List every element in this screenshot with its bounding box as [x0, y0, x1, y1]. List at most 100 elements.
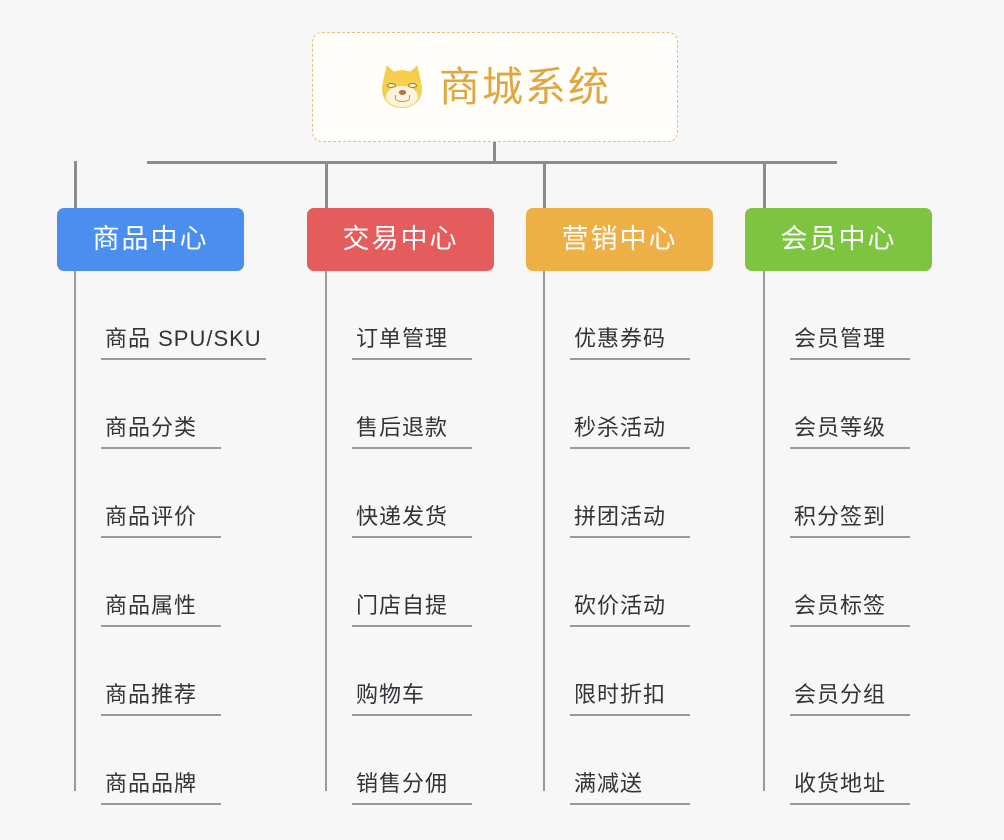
shiba-nose [399, 90, 406, 95]
leaf-underline: 满减送 [570, 772, 690, 805]
leaf-item[interactable]: 砍价活动 [543, 538, 690, 627]
connector-drop-member-center [763, 161, 766, 208]
leaf-label: 会员管理 [794, 326, 887, 351]
leaf-item[interactable]: 商品 SPU/SKU [74, 271, 266, 360]
leaf-underline: 会员标签 [790, 594, 910, 627]
leaf-item[interactable]: 会员标签 [763, 538, 910, 627]
leaf-item[interactable]: 商品品牌 [74, 716, 266, 805]
leaf-label: 拼团活动 [574, 504, 667, 529]
leaf-label: 快递发货 [356, 504, 449, 529]
leaf-underline: 积分签到 [790, 505, 910, 538]
leaf-underline: 商品评价 [101, 505, 221, 538]
leaf-item[interactable]: 售后退款 [325, 360, 472, 449]
category-label-marketing-center: 营销中心 [561, 224, 678, 254]
leaf-item[interactable]: 秒杀活动 [543, 360, 690, 449]
leaf-label: 商品评价 [105, 504, 198, 529]
leaf-label: 商品 SPU/SKU [105, 326, 262, 351]
leaf-item[interactable]: 商品属性 [74, 538, 266, 627]
shiba-eye-left [387, 83, 396, 88]
leaf-item[interactable]: 拼团活动 [543, 449, 690, 538]
root-node-mall-system[interactable]: 商城系统 [312, 32, 678, 142]
leaf-item[interactable]: 积分签到 [763, 449, 910, 538]
connector-drop-product-center [74, 161, 77, 208]
leaf-label: 门店自提 [356, 593, 449, 618]
category-label-product-center: 商品中心 [92, 224, 209, 254]
leaf-label: 砍价活动 [574, 593, 667, 618]
leaf-label: 商品分类 [105, 415, 198, 440]
leaf-underline: 商品属性 [101, 594, 221, 627]
leaf-item[interactable]: 限时折扣 [543, 627, 690, 716]
leaf-underline: 商品分类 [101, 416, 221, 449]
leaf-item[interactable]: 快递发货 [325, 449, 472, 538]
shiba-eye-right [408, 83, 417, 88]
category-label-member-center: 会员中心 [780, 224, 897, 254]
leaf-underline: 收货地址 [790, 772, 910, 805]
category-box-marketing-center[interactable]: 营销中心 [526, 208, 713, 271]
connector-trunk-product-center [74, 271, 76, 791]
connector-trunk-trade-center [325, 271, 327, 791]
connector-drop-marketing-center [543, 161, 546, 208]
leaf-label: 购物车 [356, 682, 426, 707]
leaf-underline: 砍价活动 [570, 594, 690, 627]
leaf-underline: 秒杀活动 [570, 416, 690, 449]
leaf-underline: 会员分组 [790, 683, 910, 716]
leaf-item[interactable]: 商品分类 [74, 360, 266, 449]
leaf-underline: 商品 SPU/SKU [101, 327, 266, 360]
leaf-label: 商品推荐 [105, 682, 198, 707]
leaf-item[interactable]: 商品评价 [74, 449, 266, 538]
leaf-underline: 拼团活动 [570, 505, 690, 538]
leaf-item[interactable]: 收货地址 [763, 716, 910, 805]
leaf-item[interactable]: 会员等级 [763, 360, 910, 449]
branch-column-member-center: 会员管理会员等级积分签到会员标签会员分组收货地址 [763, 271, 910, 805]
connector-horizontal-bus [147, 161, 837, 164]
connector-root-stem [493, 142, 496, 164]
category-box-product-center[interactable]: 商品中心 [57, 208, 244, 271]
branch-column-trade-center: 订单管理售后退款快递发货门店自提购物车销售分佣 [325, 271, 472, 805]
shiba-mouth [395, 95, 410, 102]
category-label-trade-center: 交易中心 [342, 224, 459, 254]
leaf-label: 会员标签 [794, 593, 887, 618]
leaf-item[interactable]: 门店自提 [325, 538, 472, 627]
leaf-item[interactable]: 商品推荐 [74, 627, 266, 716]
connector-trunk-member-center [763, 271, 765, 791]
leaf-underline: 会员等级 [790, 416, 910, 449]
leaf-label: 会员等级 [794, 415, 887, 440]
leaf-label: 积分签到 [794, 504, 887, 529]
leaf-label: 满减送 [574, 771, 644, 796]
root-node-title: 商城系统 [439, 63, 611, 110]
leaf-underline: 快递发货 [352, 505, 472, 538]
leaf-underline: 优惠券码 [570, 327, 690, 360]
leaf-label: 优惠券码 [574, 326, 667, 351]
leaf-item[interactable]: 满减送 [543, 716, 690, 805]
leaf-item[interactable]: 订单管理 [325, 271, 472, 360]
leaf-item[interactable]: 购物车 [325, 627, 472, 716]
leaf-label: 订单管理 [356, 326, 449, 351]
leaf-label: 秒杀活动 [574, 415, 667, 440]
leaf-label: 限时折扣 [574, 682, 667, 707]
category-box-member-center[interactable]: 会员中心 [745, 208, 932, 271]
leaf-item[interactable]: 会员分组 [763, 627, 910, 716]
connector-drop-trade-center [325, 161, 328, 208]
leaf-label: 收货地址 [794, 771, 887, 796]
leaf-item[interactable]: 销售分佣 [325, 716, 472, 805]
category-box-trade-center[interactable]: 交易中心 [307, 208, 494, 271]
leaf-label: 商品品牌 [105, 771, 198, 796]
shiba-dog-icon [378, 62, 426, 110]
leaf-item[interactable]: 优惠券码 [543, 271, 690, 360]
branch-column-marketing-center: 优惠券码秒杀活动拼团活动砍价活动限时折扣满减送 [543, 271, 690, 805]
leaf-underline: 门店自提 [352, 594, 472, 627]
leaf-label: 销售分佣 [356, 771, 449, 796]
connector-trunk-marketing-center [543, 271, 545, 791]
branch-column-product-center: 商品 SPU/SKU 商品分类商品评价商品属性商品推荐商品品牌 [74, 271, 266, 805]
leaf-label: 商品属性 [105, 593, 198, 618]
leaf-underline: 商品推荐 [101, 683, 221, 716]
leaf-label: 会员分组 [794, 682, 887, 707]
leaf-underline: 订单管理 [352, 327, 472, 360]
leaf-underline: 商品品牌 [101, 772, 221, 805]
leaf-underline: 会员管理 [790, 327, 910, 360]
leaf-underline: 销售分佣 [352, 772, 472, 805]
leaf-item[interactable]: 会员管理 [763, 271, 910, 360]
leaf-underline: 购物车 [352, 683, 472, 716]
leaf-underline: 限时折扣 [570, 683, 690, 716]
